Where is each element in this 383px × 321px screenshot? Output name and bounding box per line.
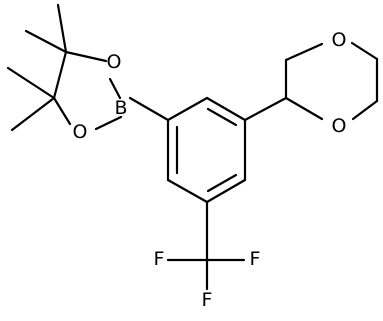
atom-label-oxygen-boronate-upper: O: [107, 51, 122, 73]
atom-label-oxygen-dioxane-top: O: [332, 29, 347, 51]
bond-ring-dioxane: [243, 96, 288, 122]
bonds: [6, 3, 379, 291]
atom-label-oxygen-dioxane-bottom: O: [332, 115, 347, 137]
bond-ring-boron: [128, 96, 170, 122]
bond-boron-oxygen-lower: [94, 115, 123, 131]
bond-ring-4: [166, 178, 209, 204]
bond-methyl-3: [6, 66, 56, 100]
bond-dioxane-5: [351, 99, 379, 121]
atom-label-fluorine-right: F: [250, 248, 261, 270]
bond-dioxane-2: [284, 42, 324, 62]
bond-methyl-2: [24, 29, 68, 54]
bond-dioxane-6: [284, 96, 324, 121]
bond-oxygen-lower-carbon: [52, 96, 72, 126]
bond-methyl-1: [56, 3, 68, 54]
bond-pinacol-cc: [52, 50, 68, 100]
atom-label-fluorine-bottom: F: [202, 289, 213, 311]
bond-ring-6: [166, 96, 209, 122]
bond-oxygen-upper-carbon: [64, 50, 108, 63]
bond-ring-3: [205, 178, 247, 204]
atom-label-oxygen-boronate-lower: O: [73, 121, 88, 143]
bond-methyl-4: [10, 96, 56, 132]
bond-ring-double-1: [206, 107, 238, 127]
bond-dioxane-3: [350, 41, 379, 61]
bond-ring-1: [205, 96, 247, 122]
atom-label-fluorine-left: F: [154, 248, 165, 270]
atom-labels: B O O O O F F F: [73, 29, 347, 311]
bond-ring-double-2: [206, 173, 238, 193]
bond-boron-oxygen-upper: [108, 77, 122, 100]
atom-label-boron: B: [114, 97, 127, 119]
